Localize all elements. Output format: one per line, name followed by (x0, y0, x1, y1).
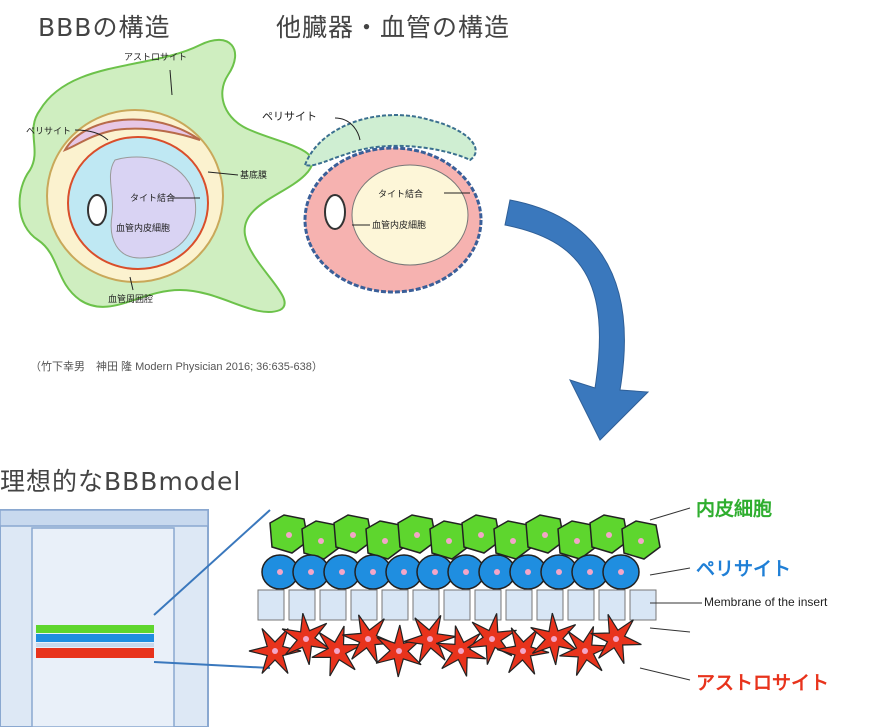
endothelial-layer (269, 514, 661, 560)
astrocyte-nucleus (520, 648, 526, 654)
astrocyte-nucleus (396, 648, 402, 654)
endothelial-nucleus (638, 538, 644, 544)
bbb-structure-title: BBBの構造 (38, 13, 171, 42)
bbb-label-perivascular: 血管周囲腔 (108, 295, 154, 305)
pericyte-nucleus (339, 569, 345, 575)
endothelial-nucleus (606, 532, 612, 538)
astrocyte-nucleus (582, 648, 588, 654)
mini-pericyte-layer (36, 634, 154, 642)
astrocyte-nucleus (613, 636, 619, 642)
membrane-pore (598, 589, 626, 621)
other-organs-title: 他臓器・血管の構造 (276, 13, 511, 42)
pericyte-nucleus (277, 569, 283, 575)
bbb-label-pericyte: ペリサイト (26, 127, 72, 137)
ideal-model-title: 理想的なBBBmodel (0, 467, 242, 496)
organ-lumen (351, 164, 469, 266)
pericyte-nucleus (618, 569, 624, 575)
pericyte-layer (261, 554, 640, 590)
bbb-nucleus (87, 194, 107, 226)
model-label-membrane: Membrane of the insert (704, 595, 828, 609)
model-label-endothelial: 内皮細胞 (696, 498, 773, 520)
model-label-pericyte: ペリサイト (696, 558, 792, 580)
bbb-label-basement-membrane: 基底膜 (240, 171, 268, 181)
membrane-pore (629, 589, 657, 621)
citation: （竹下幸男 神田 隆 Modern Physician 2016; 36:635… (30, 361, 323, 373)
astrocyte-nucleus (365, 636, 371, 642)
membrane-pore (536, 589, 564, 621)
pericyte-nucleus (370, 569, 376, 575)
pericyte-nucleus (587, 569, 593, 575)
membrane-pore (257, 589, 285, 621)
membrane-pore (381, 589, 409, 621)
curved-arrow (504, 199, 650, 441)
astrocyte-nucleus (303, 636, 309, 642)
bbb-label-astrocyte: アストロサイト (124, 53, 188, 63)
membrane-pore (319, 589, 347, 621)
mini-astrocyte-layer (36, 648, 154, 658)
membrane-pore (567, 589, 595, 621)
endothelial-nucleus (446, 538, 452, 544)
organ-label-endothelial: 血管内皮細胞 (372, 221, 427, 231)
endothelial-nucleus (510, 538, 516, 544)
endothelial-nucleus (574, 538, 580, 544)
astrocyte-layer (248, 612, 642, 678)
endothelial-nucleus (350, 532, 356, 538)
astrocyte-nucleus (334, 648, 340, 654)
pericyte-nucleus (401, 569, 407, 575)
organ-nucleus (324, 194, 346, 230)
pericyte-nucleus (494, 569, 500, 575)
membrane-pore (412, 589, 440, 621)
pericyte-nucleus (556, 569, 562, 575)
membrane-layer (257, 589, 657, 621)
endothelial-nucleus (414, 532, 420, 538)
astrocyte-nucleus (551, 636, 557, 642)
membrane-pore (505, 589, 533, 621)
bbb-lumen (109, 156, 197, 259)
astrocyte-nucleus (427, 636, 433, 642)
membrane-pore (443, 589, 471, 621)
bbb-label-tight-junction: タイト結合 (130, 194, 176, 204)
endothelial-nucleus (318, 538, 324, 544)
mini-endothelial-layer (36, 625, 154, 633)
organ-label-tight-junction: タイト結合 (378, 190, 424, 200)
pericyte-nucleus (308, 569, 314, 575)
pericyte-nucleus (463, 569, 469, 575)
endothelial-nucleus (382, 538, 388, 544)
endothelial-nucleus (286, 532, 292, 538)
endothelial-nucleus (542, 532, 548, 538)
bbb-label-endothelial: 血管内皮細胞 (116, 224, 171, 234)
astrocyte-nucleus (489, 636, 495, 642)
endothelial-nucleus (478, 532, 484, 538)
pericyte-nucleus (432, 569, 438, 575)
mini-membrane-layer (36, 643, 154, 647)
membrane-pore (350, 589, 378, 621)
organ-label-pericyte: ペリサイト (262, 110, 317, 123)
model-label-astrocyte: アストロサイト (696, 672, 830, 694)
organ-pericyte (303, 114, 477, 167)
pericyte-nucleus (525, 569, 531, 575)
bbb-pericyte (62, 118, 201, 152)
astrocyte-nucleus (458, 648, 464, 654)
astrocyte-nucleus (272, 648, 278, 654)
